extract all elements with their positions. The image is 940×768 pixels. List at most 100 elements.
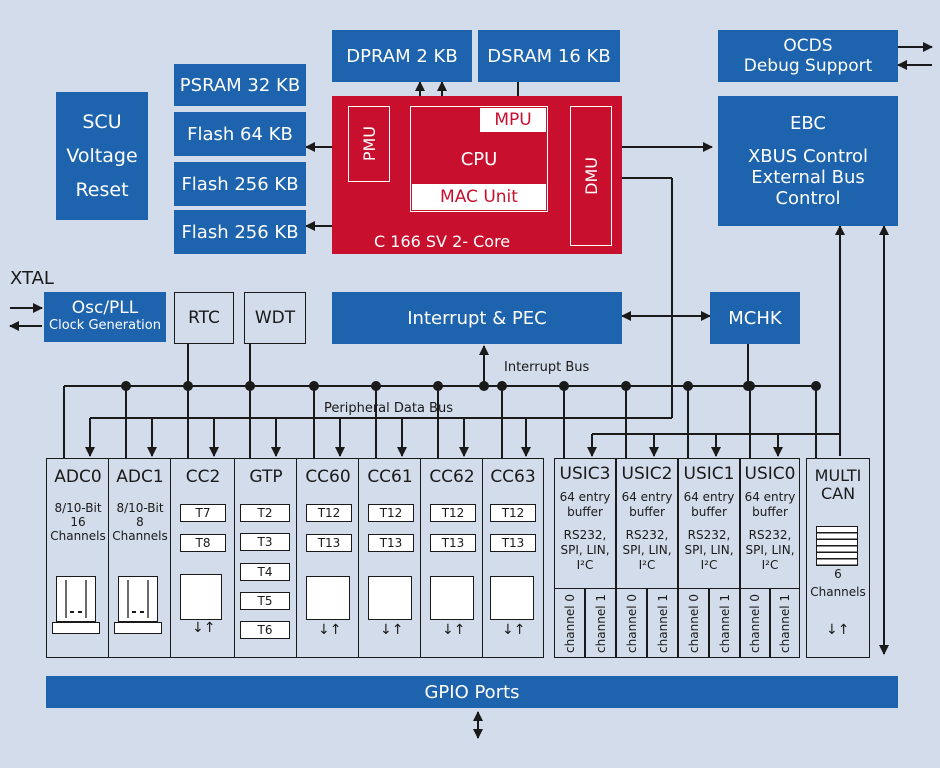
usic2-protocol-label: SPI, LIN, [622, 543, 672, 557]
usic3-channel-1: channel 1 [585, 588, 616, 658]
cc61-capture-icon [368, 576, 412, 620]
cc62-timer-label: T13 [441, 536, 465, 550]
usic0-protocol-label: I²C [761, 558, 779, 572]
cc60-timer-t13: T13 [306, 534, 352, 552]
adc0-resolution-label: 8/10-Bit [54, 501, 102, 515]
dsram-block: DSRAM 16 KB [478, 30, 620, 82]
usic2-protocol-label: I²C [638, 558, 656, 572]
bus-junctions [121, 381, 821, 391]
cc63-capture-icon [490, 576, 534, 620]
usic3-channel-0: channel 0 [554, 588, 585, 658]
usic1-channel-1-label: channel 1 [717, 593, 732, 653]
cc60-timer-t12: T12 [306, 504, 352, 522]
cc60-label: CC60 [305, 467, 351, 487]
flash256a-label: Flash 256 KB [181, 173, 299, 195]
cc62-capture-icon [430, 576, 474, 620]
usic0-channel-0-label: channel 0 [748, 593, 762, 653]
mchk-block: MCHK [710, 292, 800, 344]
usic0-channel-1-label: channel 1 [778, 593, 792, 653]
cc63-block: CC63 [482, 458, 544, 658]
cc2-capture-icon [180, 574, 222, 620]
cc62-io-arrows: ↓↑ [442, 622, 466, 638]
dmu-label: DMU [581, 157, 601, 195]
cc62-timer-t13: T13 [430, 534, 476, 552]
usic2-buffer-label: buffer [629, 505, 665, 519]
interrupt-bus-label: Interrupt Bus [504, 360, 590, 375]
dpram-label: DPRAM 2 KB [346, 45, 458, 67]
usic3-buffer-label: buffer [567, 505, 603, 519]
rtc-block: RTC [174, 292, 234, 344]
adc0-base [52, 622, 100, 634]
cc2-timer-label: T7 [195, 506, 211, 520]
usic0-buffer-label: 64 entry [744, 490, 796, 504]
cc63-timer-label: T13 [501, 536, 525, 550]
cc60-capture-icon [306, 576, 350, 620]
usic0-channel-0: channel 0 [740, 588, 770, 658]
adc0-channels-label: Channels [50, 529, 106, 543]
gtp-timer-label: T6 [257, 623, 273, 637]
cc61-timer-t12: T12 [368, 504, 414, 522]
adc0-label: ADC0 [54, 467, 102, 487]
cc63-timer-t13: T13 [490, 534, 536, 552]
gpio-ports-bar: GPIO Ports [46, 676, 898, 708]
peripheral-bus-label: Peripheral Data Bus [324, 401, 453, 416]
gtp-timer-t4: T4 [240, 563, 290, 581]
usic1-buffer-label: 64 entry [683, 490, 735, 504]
interrupt-pec-block: Interrupt & PEC [332, 292, 622, 344]
usic1-buffer-label: buffer [691, 505, 727, 519]
ebc-label: EBC [790, 113, 826, 134]
usic3-label: USIC3 [559, 464, 611, 484]
flash64-label: Flash 64 KB [187, 123, 293, 145]
dpram-block: DPRAM 2 KB [332, 30, 472, 82]
usic1-channel-1: channel 1 [709, 588, 740, 658]
mchk-label: MCHK [728, 307, 782, 329]
gtp-timer-t6: T6 [240, 621, 290, 639]
usic2-channel-1-label: channel 1 [655, 593, 670, 653]
usic3-buffer-label: 64 entry [559, 490, 611, 504]
cc62-timer-t12: T12 [430, 504, 476, 522]
cc2-label: CC2 [185, 467, 221, 487]
gtp-timer-label: T3 [257, 535, 273, 549]
cc60-timer-label: T12 [317, 506, 341, 520]
cc60-block: CC60 [296, 458, 360, 658]
debug-support-label: Debug Support [743, 56, 873, 76]
usic2-channel-1: channel 1 [647, 588, 678, 658]
usic2-block: USIC2 64 entry buffer RS232, SPI, LIN, I… [616, 458, 678, 658]
ebc-block: EBC XBUS Control External Bus Control [718, 96, 898, 226]
xtal-label: XTAL [10, 268, 54, 289]
multican-io-arrows: ↓↑ [826, 622, 850, 638]
cc61-io-arrows: ↓↑ [380, 622, 404, 638]
cc61-block: CC61 [358, 458, 422, 658]
adc0-converter-icon [56, 576, 96, 622]
adc1-label: ADC1 [116, 467, 164, 487]
flash256a-block: Flash 256 KB [174, 162, 306, 206]
adc1-base [114, 622, 162, 634]
ocds-label: OCDS [783, 36, 833, 56]
gtp-timer-t5: T5 [240, 592, 290, 610]
gtp-timer-t3: T3 [240, 533, 290, 551]
usic1-protocol-label: I²C [700, 558, 718, 572]
pmu-block: PMU [348, 106, 390, 182]
gtp-timer-label: T5 [257, 594, 273, 608]
cc2-timer-label: T8 [195, 536, 211, 550]
flash64-block: Flash 64 KB [174, 112, 306, 156]
mac-unit-label: MAC Unit [440, 187, 518, 207]
scu-block: SCU Voltage Reset [56, 92, 148, 220]
cc2-timer-t8: T8 [180, 534, 226, 552]
scu-voltage-label: Voltage [66, 145, 138, 167]
cc60-timer-label: T13 [317, 536, 341, 550]
flash256b-block: Flash 256 KB [174, 210, 306, 254]
control-label: Control [775, 188, 841, 209]
cc63-io-arrows: ↓↑ [502, 622, 526, 638]
dmu-block: DMU [570, 106, 612, 246]
external-bus-label: External Bus [751, 167, 865, 188]
usic2-channel-0: channel 0 [616, 588, 647, 658]
wdt-label: WDT [254, 308, 296, 328]
osc-pll-label: Osc/PLL [71, 298, 139, 318]
cc61-timer-t13: T13 [368, 534, 414, 552]
psram-block: PSRAM 32 KB [174, 64, 306, 106]
mpu-label: MPU [494, 110, 532, 130]
gtp-timer-label: T2 [257, 506, 273, 520]
usic0-buffer-label: buffer [752, 505, 788, 519]
